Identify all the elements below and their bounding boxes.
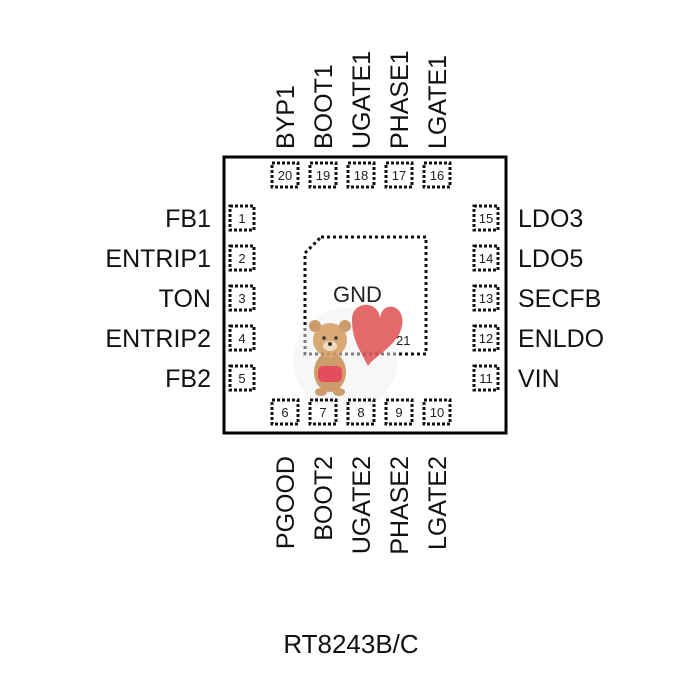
pin-12-pad (472, 324, 500, 352)
part-name: RT8243B/C (283, 629, 418, 659)
pin-6-label: PGOOD (272, 456, 300, 549)
pin-7-pad (308, 398, 338, 426)
pin-15-pad (472, 204, 500, 232)
pin-19-label: BOOT1 (310, 64, 338, 149)
exposed-pad-label: GND (333, 282, 382, 307)
pin-14-number: 14 (479, 251, 493, 266)
pin-2-number: 2 (238, 251, 245, 266)
pin-6-number: 6 (281, 405, 288, 420)
pin-11-number: 11 (479, 371, 493, 386)
pin-6-pad (270, 398, 300, 426)
pin-18-label: UGATE1 (348, 51, 376, 149)
pin-19-number: 19 (316, 168, 330, 183)
pin-2-label: ENTRIP1 (105, 245, 211, 273)
pin-9-label: PHASE2 (386, 456, 414, 555)
pin-13-pad (472, 284, 500, 312)
pin-15-label: LDO3 (518, 205, 583, 233)
pin-15-number: 15 (479, 211, 493, 226)
pin-13-number: 13 (479, 291, 493, 306)
pin-18-pad (346, 161, 376, 189)
pin-10-number: 10 (430, 405, 444, 420)
package-body (222, 155, 508, 435)
pin-2-pad (228, 244, 256, 272)
pin-7-label: BOOT2 (310, 456, 338, 541)
pin-11-label: VIN (518, 365, 560, 393)
pin-4-pad (228, 324, 256, 352)
pin-17-label: PHASE1 (386, 50, 414, 149)
pin-16-number: 16 (430, 168, 444, 183)
pin-3-pad (228, 284, 256, 312)
pin-12-label: ENLDO (518, 325, 604, 353)
exposed-pad-number: 21 (396, 333, 410, 348)
pin-20-label: BYP1 (272, 85, 300, 149)
pin-14-label: LDO5 (518, 245, 583, 273)
pin-20-pad (270, 161, 300, 189)
pin-12-number: 12 (479, 331, 493, 346)
pin-17-number: 17 (392, 168, 406, 183)
pin-10-pad (422, 398, 452, 426)
pin-5-pad (228, 364, 256, 392)
pin-16-label: LGATE1 (424, 55, 452, 149)
pin-1-number: 1 (238, 211, 245, 226)
pin-19-pad (308, 161, 338, 189)
pin-9-pad (384, 398, 414, 426)
pin-3-number: 3 (238, 291, 245, 306)
pin-1-pad (228, 204, 256, 232)
pin-8-label: UGATE2 (348, 456, 376, 554)
pin-3-label: TON (159, 285, 211, 313)
pin-18-number: 18 (354, 168, 368, 183)
pin-5-number: 5 (238, 371, 245, 386)
pin-4-label: ENTRIP2 (105, 325, 211, 353)
pin-16-pad (422, 161, 452, 189)
pin-17-pad (384, 161, 414, 189)
pin-8-pad (346, 398, 376, 426)
pin-7-number: 7 (319, 405, 326, 420)
pin-9-number: 9 (395, 405, 402, 420)
pin-20-number: 20 (278, 168, 292, 183)
pin-8-number: 8 (357, 405, 364, 420)
pin-10-label: LGATE2 (424, 456, 452, 550)
pin-14-pad (472, 244, 500, 272)
pin-5-label: FB2 (165, 365, 211, 393)
pin-1-label: FB1 (165, 205, 211, 233)
pin-13-label: SECFB (518, 285, 601, 313)
pin-11-pad (472, 364, 500, 392)
bear-with-heart-watermark (293, 304, 403, 412)
pin-4-number: 4 (238, 331, 245, 346)
